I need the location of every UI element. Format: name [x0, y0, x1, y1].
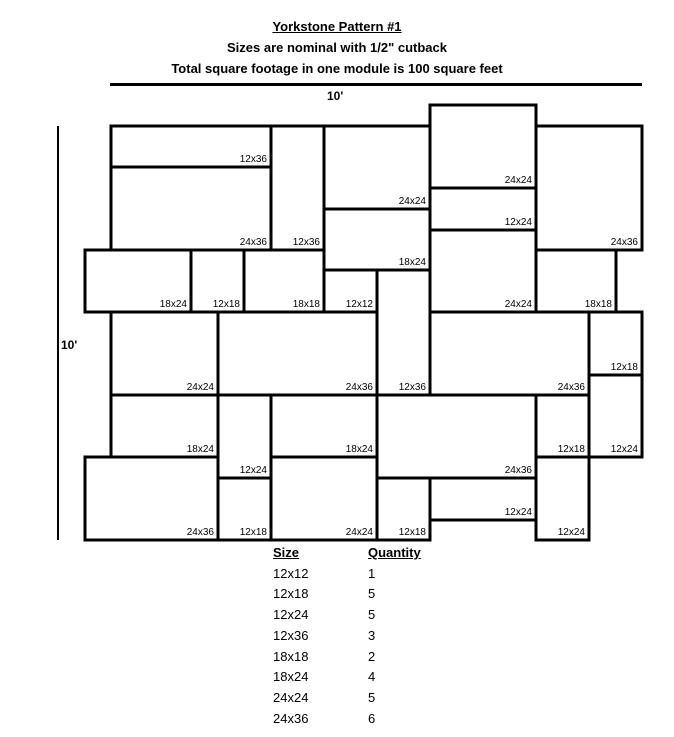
size-cell: 12x12 [273, 565, 309, 581]
tile-size-label: 18x18 [293, 299, 321, 310]
tile-24x36 [428, 310, 591, 397]
tile-size-label: 24x36 [187, 527, 215, 538]
tile-18x18 [242, 248, 326, 314]
tile-size-label: 18x24 [399, 257, 427, 268]
tile-12x36 [269, 124, 326, 252]
quantity-table: Size Quantity 12x12 1 12x18 5 12x24 5 12x36… [264, 543, 421, 729]
quantity-table-header-row: Size Quantity [264, 543, 421, 564]
tile-24x36 [83, 455, 220, 542]
size-cell: 24x24 [273, 689, 309, 705]
size-cell: 12x24 [273, 607, 309, 623]
width-dimension-line [110, 83, 642, 86]
quantity-cell: 6 [368, 710, 376, 726]
tile-size-label: 24x24 [399, 196, 427, 207]
tile-size-label: 12x36 [240, 154, 268, 165]
size-cell: 24x36 [273, 710, 309, 726]
tile-size-label: 12x18 [240, 527, 268, 538]
tile-size-label: 12x18 [558, 444, 586, 455]
tile-size-label: 12x18 [213, 299, 241, 310]
table-row: 24x36 6 [264, 709, 421, 730]
tile-size-label: 18x24 [187, 444, 215, 455]
tile-24x36 [216, 310, 379, 397]
tile-size-label: 12x24 [240, 465, 268, 476]
tile-size-label: 12x24 [505, 217, 533, 228]
tile-size-label: 18x24 [346, 444, 374, 455]
size-cell: 12x36 [273, 627, 309, 643]
tile-size-label: 24x24 [346, 527, 374, 538]
tile-size-label: 24x36 [505, 465, 533, 476]
tile-12x18 [216, 476, 273, 542]
size-cell: 18x18 [273, 648, 309, 664]
size-column-header: Size [273, 545, 300, 560]
tile-size-label: 24x36 [558, 382, 586, 393]
tile-18x18 [534, 248, 618, 314]
table-row: 12x36 3 [264, 626, 421, 647]
quantity-cell: 5 [368, 689, 376, 705]
tile-size-label: 12x18 [399, 527, 427, 538]
total-area-note: Total square footage in one module is 10… [171, 61, 503, 76]
tile-size-label: 24x24 [505, 175, 533, 186]
tile-size-label: 24x36 [611, 237, 639, 248]
table-row: 24x24 5 [264, 688, 421, 709]
quantity-cell: 5 [368, 607, 376, 623]
tile-12x24 [428, 476, 538, 522]
tile-size-label: 12x12 [346, 299, 374, 310]
tile-24x36 [375, 393, 538, 480]
nominal-size-note: Sizes are nominal with 1/2" cutback [226, 40, 448, 55]
tile-size-label: 24x36 [240, 237, 268, 248]
tile-size-label: 12x18 [611, 362, 639, 373]
tile-24x36 [534, 124, 644, 252]
table-row: 18x18 2 [264, 647, 421, 668]
height-dimension-line [57, 126, 59, 540]
quantity-column-header: Quantity [368, 545, 421, 560]
table-row: 12x12 1 [264, 564, 421, 585]
quantity-cell: 5 [368, 586, 376, 602]
tile-size-label: 12x36 [399, 382, 427, 393]
quantity-cell: 2 [368, 648, 376, 664]
tile-size-label: 24x24 [505, 299, 533, 310]
pattern-title: Yorkstone Pattern #1 [272, 19, 402, 34]
tile-24x24 [109, 310, 220, 397]
quantity-cell: 1 [368, 565, 376, 581]
size-cell: 12x18 [273, 586, 309, 602]
quantity-cell: 3 [368, 627, 376, 643]
tile-12x24 [587, 373, 644, 459]
tile-size-label: 24x24 [187, 382, 215, 393]
tile-size-label: 18x24 [160, 299, 188, 310]
size-cell: 18x24 [273, 669, 309, 685]
tile-label-group: 12x36 24x36 12x36 24x24 18x24 24x24 12x24 24x36… [160, 154, 639, 538]
width-dimension-label: 10' [327, 89, 344, 103]
table-row: 12x18 5 [264, 584, 421, 605]
tile-12x24 [534, 455, 591, 542]
tile-size-label: 12x24 [558, 527, 586, 538]
height-dimension-label: 10' [61, 338, 78, 352]
table-row: 18x24 4 [264, 667, 421, 688]
tile-group [83, 103, 644, 542]
tile-size-label: 12x24 [505, 507, 533, 518]
tile-12x36 [375, 268, 432, 397]
table-row: 12x24 5 [264, 605, 421, 626]
tile-18x24 [83, 248, 193, 314]
tile-12x18 [587, 310, 644, 377]
tile-size-label: 12x24 [611, 444, 639, 455]
quantity-cell: 4 [368, 669, 376, 685]
tile-size-label: 12x36 [293, 237, 321, 248]
tile-size-label: 24x36 [346, 382, 374, 393]
tile-size-label: 18x18 [585, 299, 613, 310]
